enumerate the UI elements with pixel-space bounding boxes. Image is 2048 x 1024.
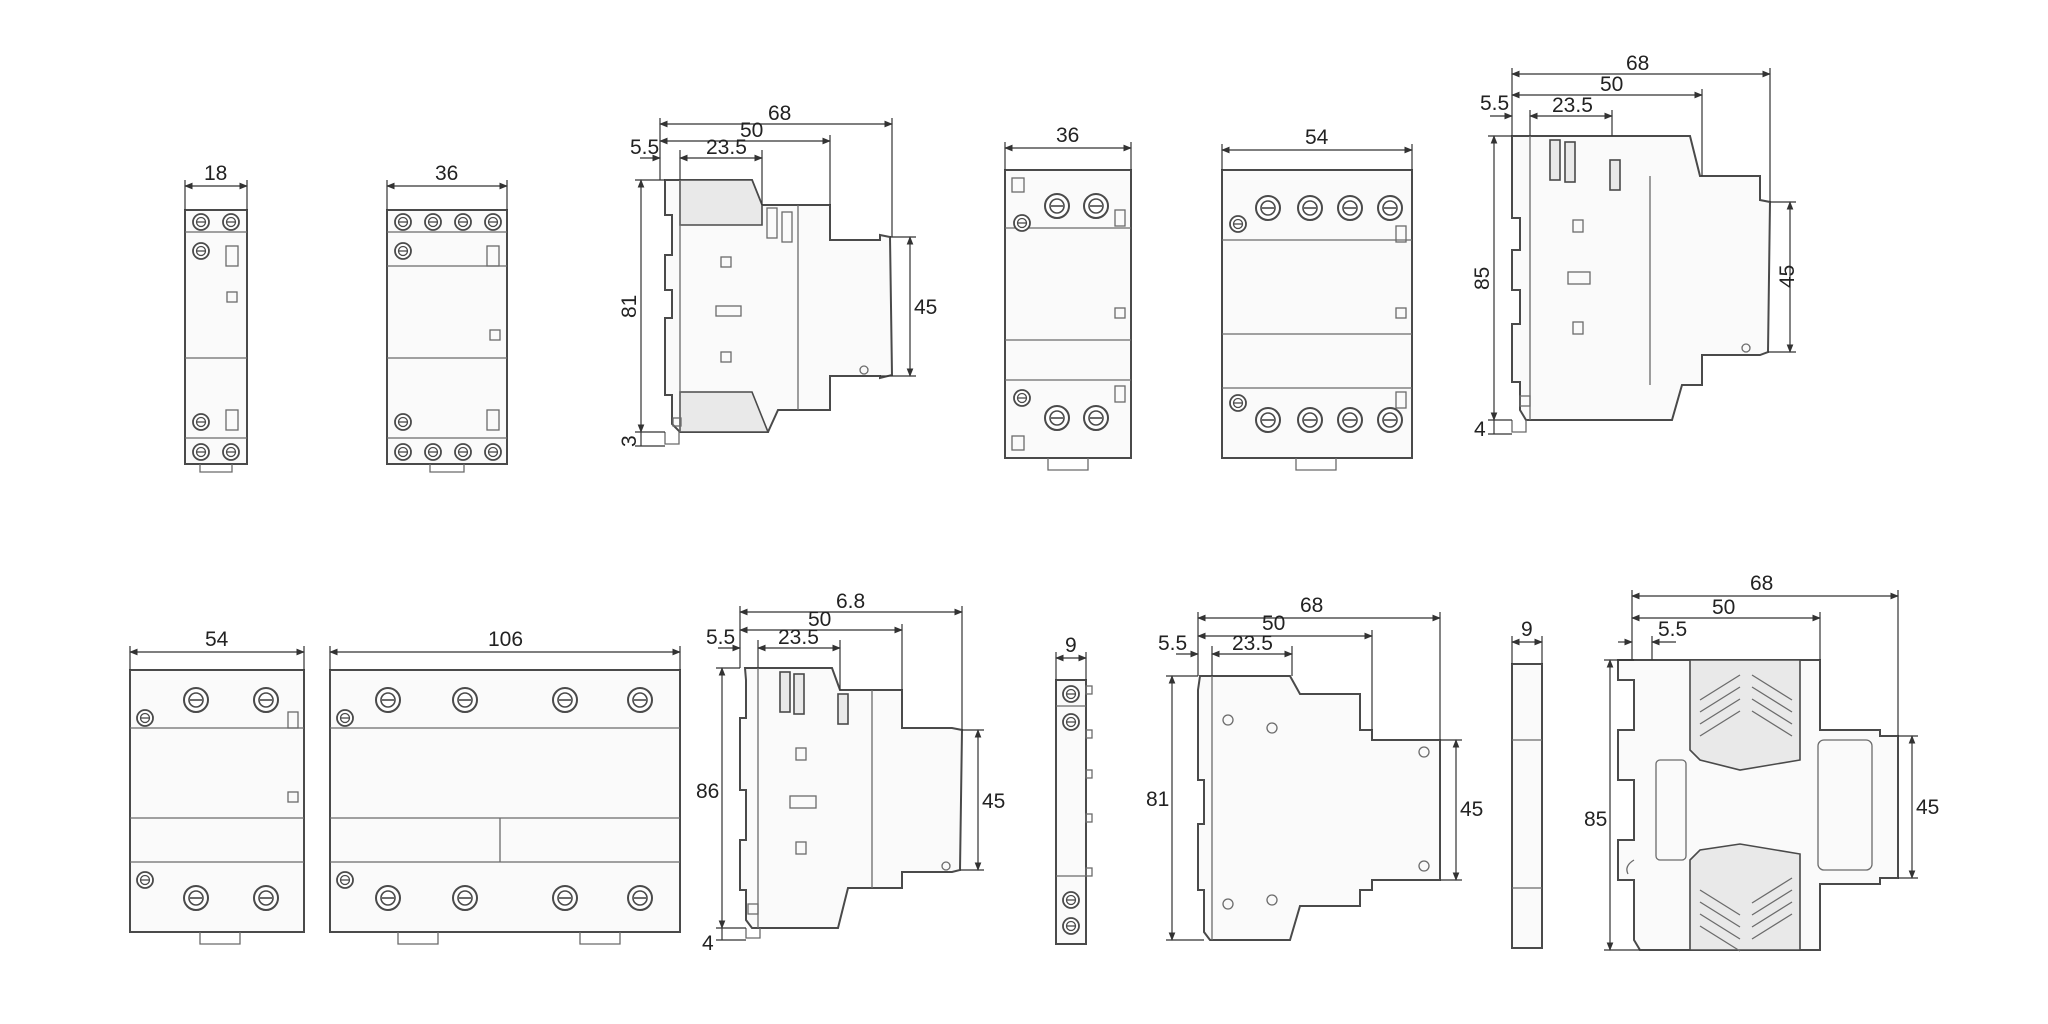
front-view-36mm-large: 36 (1004, 124, 1132, 471)
dim-50: 50 (808, 608, 831, 631)
dim-5-5: 5.5 (1158, 632, 1187, 655)
dim-width: 54 (205, 628, 229, 651)
dim-rail: 45 (1776, 265, 1799, 288)
dim-rail: 45 (914, 296, 937, 319)
dim-50: 50 (1262, 612, 1285, 635)
side-view-85mm: 68 50 5.5 23.5 85 4 45 (1471, 52, 1799, 441)
dim-5-5: 5.5 (706, 626, 735, 649)
front-view-36mm: 36 (386, 162, 508, 473)
dim-width: 9 (1065, 634, 1077, 657)
dim-23-5: 23.5 (706, 136, 747, 159)
dim-5-5: 5.5 (1480, 92, 1509, 115)
dim-68: 68 (1626, 52, 1649, 75)
dim-23-5: 23.5 (1232, 632, 1273, 655)
front-view-9mm-auxiliary: 9 (1055, 634, 1093, 945)
dim-width: 18 (204, 162, 227, 185)
front-view-18mm: 18 (184, 162, 248, 473)
side-view-86mm: 6.8 50 5.5 23.5 86 4 45 (696, 590, 1005, 955)
dim-23-5: 23.5 (1552, 94, 1593, 117)
dim-rail: 45 (982, 790, 1005, 813)
dim-50: 50 (1600, 73, 1623, 96)
side-view-85mm-ribbed: 68 50 5.5 85 45 (1584, 572, 1939, 952)
front-view-9mm-profile: 9 (1511, 618, 1543, 949)
front-view-54mm-bottom: 54 (129, 628, 305, 945)
dim-rail: 45 (1460, 798, 1483, 821)
front-view-106mm: 106 (329, 628, 681, 945)
dim-50: 50 (1712, 596, 1735, 619)
side-view-auxiliary-81mm: 68 50 5.5 23.5 81 45 (1146, 594, 1483, 941)
dim-5-5: 5.5 (630, 136, 659, 159)
dim-width: 106 (488, 628, 523, 651)
dim-width: 9 (1521, 618, 1533, 641)
rib-pattern-bottom (1699, 877, 1793, 952)
front-view-54mm-large: 54 (1221, 126, 1413, 471)
dim-width: 36 (435, 162, 458, 185)
dim-5-5: 5.5 (1658, 618, 1687, 641)
rib-pattern-top (1699, 674, 1793, 737)
dim-height: 85 (1584, 808, 1607, 831)
dim-50: 50 (740, 119, 763, 142)
dim-68: 6.8 (836, 590, 865, 613)
dim-width: 36 (1056, 124, 1079, 147)
dim-height: 86 (696, 780, 719, 803)
dim-68: 68 (1750, 572, 1773, 595)
dim-height: 81 (1146, 788, 1169, 811)
dim-height: 81 (618, 295, 641, 318)
dim-23-5: 23.5 (778, 626, 819, 649)
dim-height: 85 (1471, 267, 1494, 290)
dim-foot: 4 (702, 932, 714, 955)
dim-width: 54 (1305, 126, 1329, 149)
dim-68: 68 (768, 102, 791, 125)
dim-foot: 4 (1474, 418, 1486, 441)
side-view-81mm: 68 50 5.5 23.5 81 3 45 (618, 102, 937, 447)
dim-foot: 3 (618, 435, 641, 447)
dim-rail: 45 (1916, 796, 1939, 819)
dim-68: 68 (1300, 594, 1323, 617)
